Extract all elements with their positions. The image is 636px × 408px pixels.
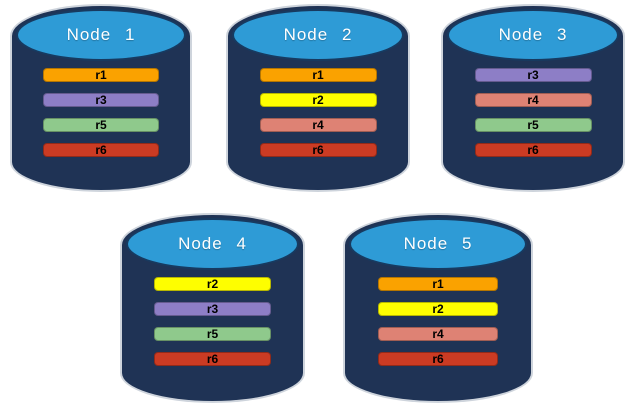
- replica-bar: r1: [259, 68, 377, 82]
- replica-label: r2: [206, 277, 219, 291]
- node-5-title: Node 5: [403, 234, 473, 253]
- node-4-title: Node 4: [178, 234, 247, 253]
- replica-bar: r3: [474, 68, 592, 82]
- node-3-top-face: Node 3: [447, 9, 619, 61]
- replica-bar: r6: [377, 352, 499, 366]
- replica-label: r6: [527, 143, 539, 157]
- node-4-top-face: Node 4: [126, 218, 299, 270]
- node-3-cylinder: Node 3 r3 r4 r5 r6: [443, 6, 623, 190]
- replica-label: r6: [95, 143, 107, 157]
- replica-label: r2: [312, 93, 324, 107]
- replica-bar: r6: [43, 143, 159, 157]
- replica-label: r5: [95, 118, 107, 132]
- replica-label: r6: [206, 352, 219, 366]
- replica-bar: r3: [153, 302, 272, 316]
- replica-label: r6: [432, 352, 444, 366]
- replica-bar: r2: [259, 93, 377, 107]
- replica-label: r1: [95, 68, 107, 82]
- replica-label: r2: [432, 302, 444, 316]
- replica-label: r4: [527, 93, 539, 107]
- replica-bar: r2: [377, 302, 499, 316]
- node-4-replica-list: r2 r3 r5 r6: [122, 277, 303, 366]
- replica-bar: r5: [474, 118, 592, 132]
- replica-bar: r3: [43, 93, 159, 107]
- replica-label: r3: [95, 93, 107, 107]
- replica-bar: r6: [474, 143, 592, 157]
- replica-bar: r5: [153, 327, 272, 341]
- node-1-cylinder: Node 1 r1 r3 r5 r6: [12, 6, 190, 190]
- node-2-replica-list: r1 r2 r4 r6: [228, 68, 408, 157]
- node-1-top-face: Node 1: [16, 9, 186, 61]
- replica-label: r5: [206, 327, 219, 341]
- replica-bar: r1: [43, 68, 159, 82]
- replica-bar: r2: [153, 277, 272, 291]
- replica-label: r4: [312, 118, 324, 132]
- node-1-replica-list: r1 r3 r5 r6: [12, 68, 190, 157]
- node-1-title: Node 1: [66, 25, 136, 44]
- node-5-top-face: Node 5: [349, 218, 527, 270]
- node-3-title: Node 3: [498, 25, 568, 44]
- replica-bar: r4: [377, 327, 499, 341]
- replica-label: r5: [527, 118, 539, 132]
- replica-bar: r6: [153, 352, 272, 366]
- replica-bar: r4: [259, 118, 377, 132]
- node-5-cylinder: Node 5 r1 r2 r4 r6: [345, 215, 531, 401]
- node-2-cylinder: Node 2 r1 r2 r4 r6: [228, 6, 408, 190]
- replica-label: r1: [312, 68, 324, 82]
- replica-bar: r4: [474, 93, 592, 107]
- replica-label: r3: [206, 302, 219, 316]
- replica-label: r1: [432, 277, 444, 291]
- replica-bar: r6: [259, 143, 377, 157]
- replica-label: r6: [312, 143, 324, 157]
- node-2-title: Node 2: [283, 25, 353, 44]
- node-5-replica-list: r1 r2 r4 r6: [345, 277, 531, 366]
- replica-label: r3: [527, 68, 539, 82]
- replica-bar: r5: [43, 118, 159, 132]
- replica-bar: r1: [377, 277, 499, 291]
- replica-label: r4: [432, 327, 444, 341]
- node-2-top-face: Node 2: [232, 9, 404, 61]
- node-4-cylinder: Node 4 r2 r3 r5 r6: [122, 215, 303, 401]
- node-3-replica-list: r3 r4 r5 r6: [443, 68, 623, 157]
